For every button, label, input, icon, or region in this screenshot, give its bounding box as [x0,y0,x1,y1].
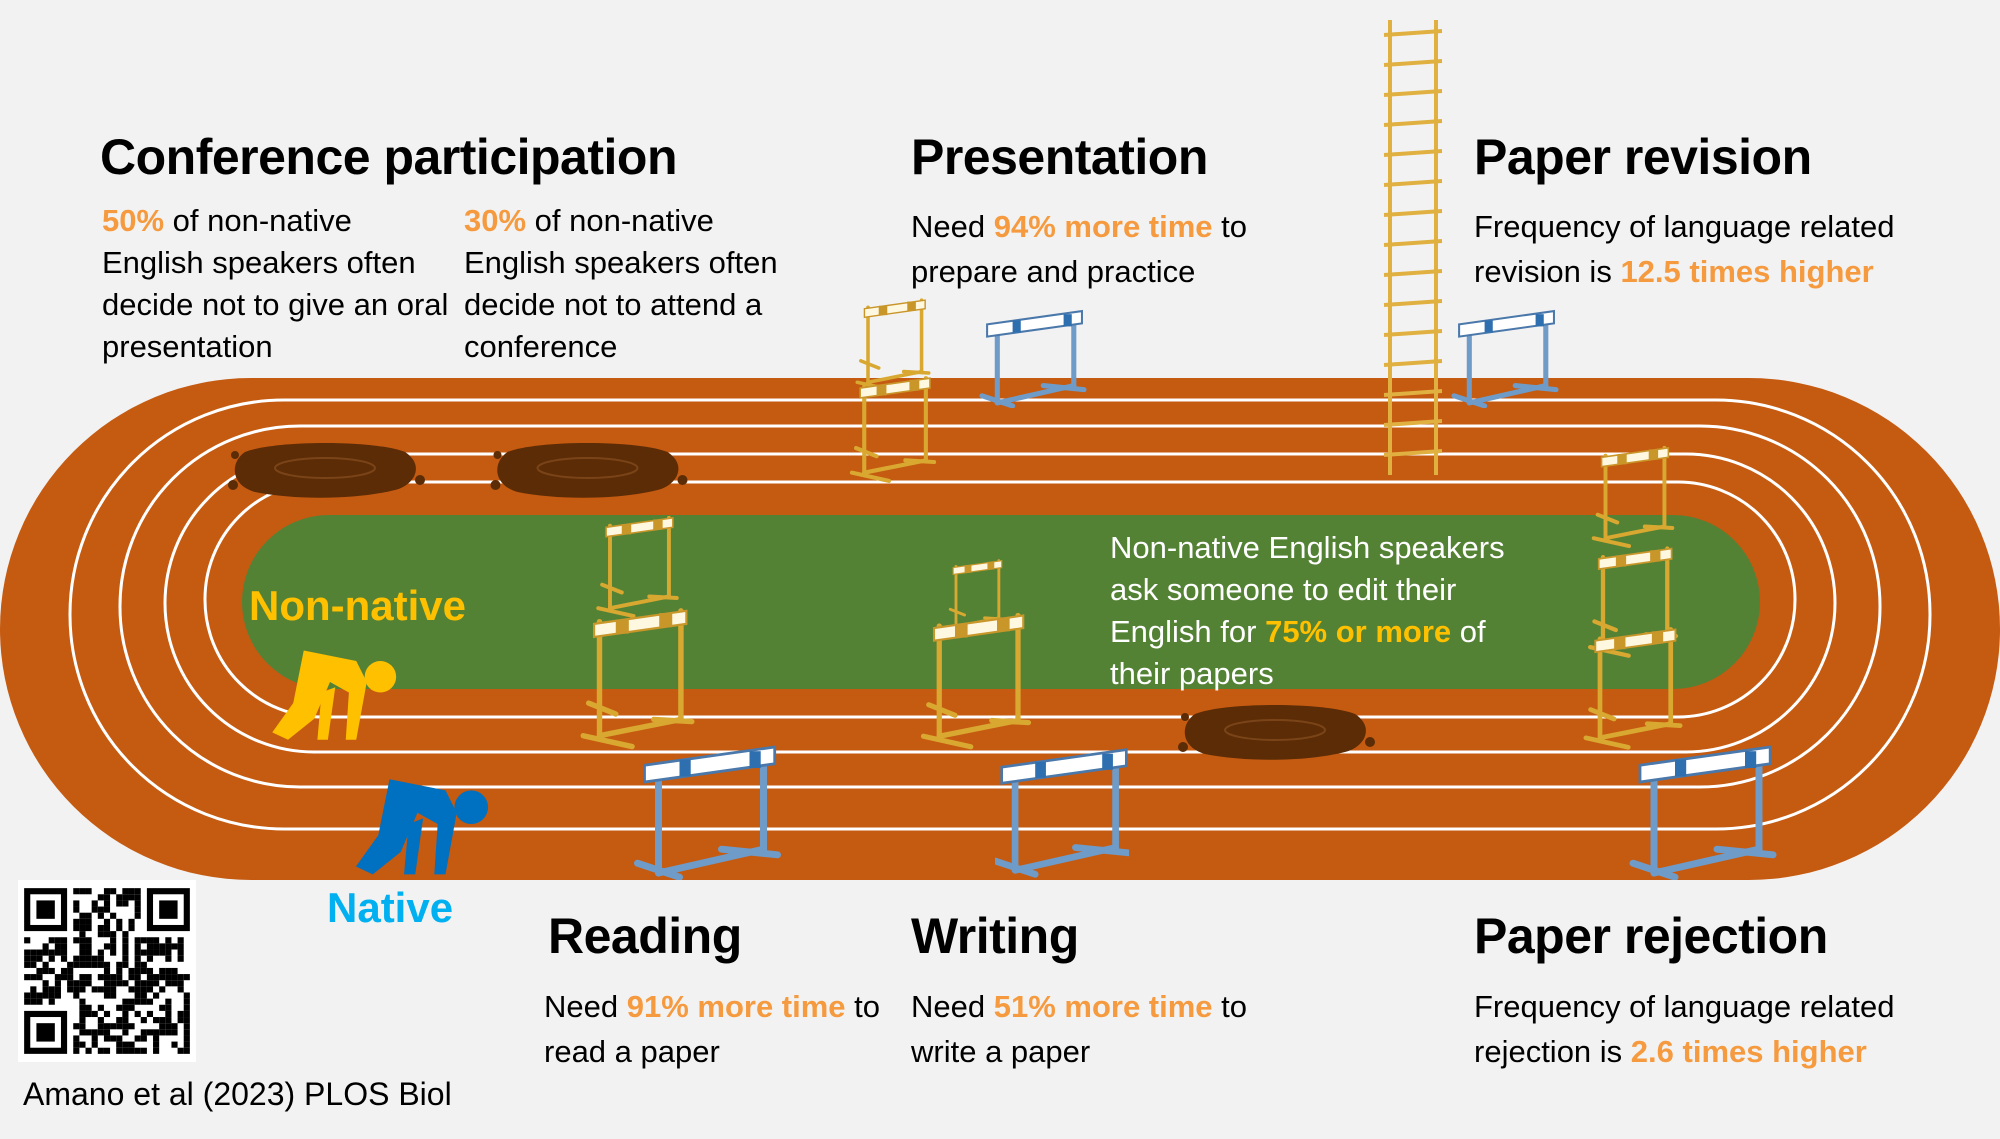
highlight: 51% more time [993,989,1213,1024]
reading-stat: Need 91% more time to read a paper [544,984,884,1074]
rejection-stat: Frequency of language related rejection … [1474,984,1974,1074]
ladder-rung [1383,419,1443,427]
native-label: Native [327,884,454,931]
ladder-rung [1383,329,1443,337]
conference-stat-attendance: 30% of non-native English speakers often… [464,200,784,368]
stacked-hurdles [1383,20,1443,475]
ladder-rung [1383,449,1443,457]
highlight: 12.5 times higher [1620,254,1874,289]
revision-title: Paper revision [1474,129,1812,185]
non-native-label: Non-native [249,582,467,629]
ladder-rung [1383,119,1443,127]
ladder-rung [1383,359,1443,367]
ladder-rung [1383,269,1443,277]
qr-code-image [24,888,190,1054]
ladder-rung [1383,29,1443,37]
writing-stat: Need 51% more time to write a paper [911,984,1251,1074]
stat-text: of their papers [1110,614,1486,691]
conference-stat-presentation: 50% of non-native English speakers often… [102,200,452,368]
ladder-rung [1383,89,1443,97]
stat-text: Need [911,989,994,1024]
presentation-stat: Need 94% more time to prepare and practi… [911,204,1291,294]
ladder-rung [1383,179,1443,187]
stat-text: to prepare and practice [911,209,1248,289]
highlight: 94% more time [993,209,1213,244]
highlight: 50% [102,203,165,238]
ladder-rung [1383,299,1443,307]
stat-text: Frequency of language related revision i… [1474,209,1895,289]
highlight: 75% or more [1265,614,1452,649]
stat-text: to write a paper [911,989,1248,1069]
mud-puddle [1176,703,1377,761]
ladder-rung [1383,59,1443,67]
mud-puddle [227,442,425,499]
infield-stat: Non-native English speakers ask someone … [1110,527,1530,695]
reading-title: Reading [548,908,742,964]
writing-title: Writing [911,908,1079,964]
ladder-rung [1383,239,1443,247]
stat-text: Non-native English speakers ask someone … [1110,530,1505,649]
stat-text: Frequency of language related rejection … [1474,989,1895,1069]
qr-code[interactable] [18,880,196,1062]
highlight: 30% [464,203,527,238]
citation: Amano et al (2023) PLOS Biol [23,1076,452,1112]
stat-text: to read a paper [544,989,881,1069]
stat-text: Need [911,209,994,244]
ladder-rung [1383,209,1443,217]
hurdle-non-native [857,300,928,389]
infield [242,515,1760,689]
highlight: 91% more time [626,989,846,1024]
conference-title: Conference participation [100,129,678,185]
stat-text: Need [544,989,627,1024]
revision-stat: Frequency of language related revision i… [1474,204,1974,294]
ladder-rung [1383,149,1443,157]
ladder-rung [1383,389,1443,397]
mud-puddle [489,441,689,499]
presentation-title: Presentation [911,129,1208,185]
stat-text: of non-native English speakers often dec… [464,203,778,364]
rejection-title: Paper rejection [1474,908,1828,964]
stat-text: of non-native English speakers often dec… [102,203,449,364]
highlight: 2.6 times higher [1630,1034,1867,1069]
